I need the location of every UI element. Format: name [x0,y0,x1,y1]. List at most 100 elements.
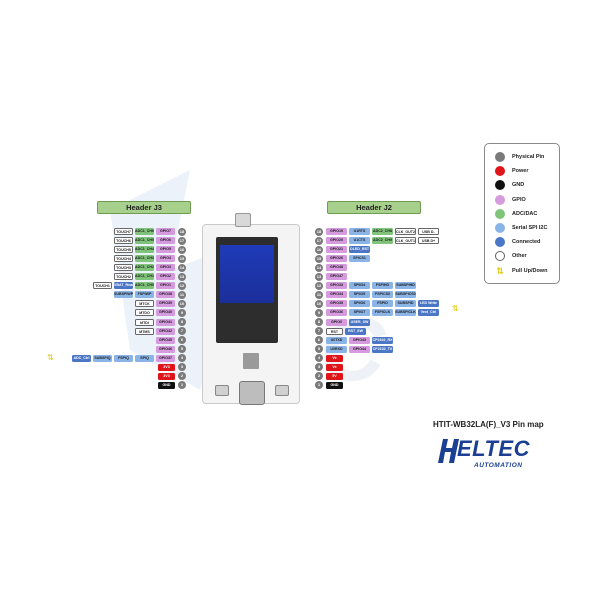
right-pin-label: ADC2_CH8 [372,228,393,235]
left-pin-label: GPIO38 [156,291,175,299]
right-pin-label: GPIO35 [326,300,347,308]
left-pin-label: ADC1_CH1 [135,273,154,281]
antenna-connector [235,213,251,227]
left-pin-number: 6 [178,336,186,345]
right-pin-label: USER_SW [349,318,370,326]
right-pin-label: CLK_OUT1 [395,237,416,245]
left-pin-number: 1 [178,381,186,390]
left-pin-number: 5 [178,345,186,354]
left-pin-number: 2 [178,372,186,381]
right-pin-label: U1RTS [349,228,370,235]
legend-label: Pull Up/Down [512,267,548,274]
left-pin-label: SUBSPIWP [114,291,133,299]
legend-label: GPIO [512,196,526,203]
left-pin-label: SUBSPIQ [93,354,112,362]
right-pin-number: 18 [315,227,323,236]
logo-text: ELTEC [457,436,530,461]
right-pin-label: FSPID [372,300,393,308]
left-pin-label: ADC_Ctrl [72,354,91,362]
right-pin-number: 2 [315,372,323,381]
left-pin-number: 10 [178,299,186,308]
left-pin-number: 7 [178,327,186,336]
right-pin-label: LED Write [418,300,439,308]
button-right [275,385,289,396]
left-pin-label: MTDO [135,309,154,317]
left-pin-number: 13 [178,272,186,281]
right-pin-label: U0RXD [326,345,347,353]
oled-display [216,237,278,343]
legend-swatch [495,223,505,233]
left-pin-label: GPIO46 [156,345,175,353]
left-pin-number: 9 [178,308,186,317]
right-pin-number: 8 [315,318,323,326]
legend-swatch [495,194,505,205]
left-pin-number: 12 [178,281,186,290]
right-pin-label: FSPIHD [372,282,393,290]
legend-label: GND [512,182,525,189]
left-pin-label: TOUCH2 [114,273,133,281]
left-pin-label: MTDI [135,318,154,326]
right-pin-label: CLK_OUT2 [395,228,416,235]
header-j2-label: Header J2 [327,201,421,214]
right-pin-number: 11 [315,290,323,299]
heltec-h-logo-icon [438,439,459,463]
left-pin-label: GPIO45 [156,336,175,344]
left-pin-label: 3V3 [158,363,175,371]
legend-label: Connected [512,239,541,246]
right-pin-number: 6 [315,336,323,345]
right-pin-label: GPIO26 [326,255,347,263]
right-pin-label: CP2102_RX [372,336,393,344]
legend-swatch [495,152,505,162]
left-pin-label: GPIO7 [156,228,175,235]
left-pin-label: GPIO3 [156,264,175,272]
right-pin-label: SPICS1 [349,255,370,263]
right-pin-label: SUBSPIHD [395,282,416,290]
right-pin-label: GPIO21 [326,246,347,254]
left-pin-label: MTCK [135,300,154,308]
right-pin-label: GPIO47 [326,273,347,281]
right-pin-number: 15 [315,254,323,263]
left-pin-label: TOUCH6 [114,237,133,245]
left-pin-label: TOUCH3 [114,264,133,272]
left-pin-number: 4 [178,354,186,363]
dev-board [202,213,300,405]
right-pin-number: 12 [315,281,323,290]
left-pin-label: GPIO5 [156,246,175,254]
right-pin-label: GPIO48 [326,264,347,272]
legend-label: ADC/DAC [512,210,538,217]
right-pin-label: ADC2_CH9 [372,237,393,245]
right-pin-label: Ve [326,363,343,371]
legend-swatch [495,251,505,262]
right-pin-label: GND [326,381,343,389]
right-pin-label: 5V [326,372,343,380]
left-pin-label: GND [158,381,175,389]
right-pin-number: 17 [315,236,323,245]
right-pin-number: 13 [315,272,323,281]
left-pin-number: 8 [178,318,186,326]
left-pin-label: TOUCH1 [93,282,112,290]
right-pin-label: GPIO44 [349,345,370,353]
left-pin-label: VBAT_Read [114,282,133,290]
right-pin-label: USB D- [418,228,439,235]
right-pin-label: U0TXD [326,336,347,344]
left-pin-label: TOUCH5 [114,246,133,254]
left-pin-label: GPIO2 [156,273,175,281]
right-pin-label: GPIO0 [326,318,347,326]
right-pin-label: GPIO43 [349,336,370,344]
right-pin-label: Ve [326,354,343,362]
right-pin-label: SPIIO7 [349,309,370,317]
pull-up-down-icon: ⇅ [47,352,54,362]
right-pin-number: 10 [315,299,323,308]
right-pin-label: SPIIO6 [349,300,370,308]
left-pin-label: GPIO40 [156,309,175,317]
right-pin-label: U1CTS [349,237,370,245]
left-pin-label: FSPIQ [114,354,133,362]
left-pin-label: FSPIWP [135,291,154,299]
legend-swatch [495,237,505,248]
right-pin-label: GPIO19 [326,228,347,235]
right-pin-label: SPIIO4 [349,282,370,290]
usb-c-port [239,381,265,405]
left-pin-number: 14 [178,263,186,272]
